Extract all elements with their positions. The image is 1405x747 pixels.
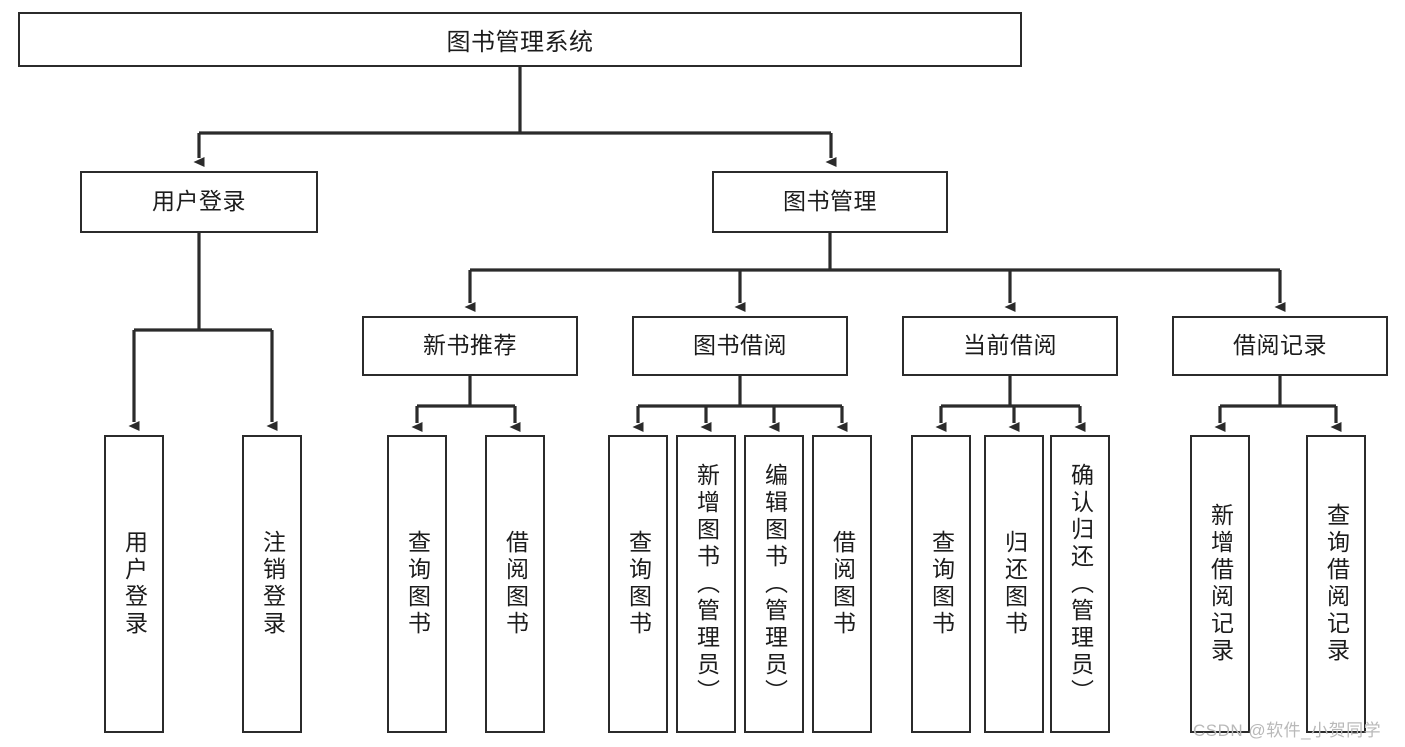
node-leaf-edit-book-label: 编辑图书（管理员） bbox=[761, 462, 788, 706]
node-borrow-record-label: 借阅记录 bbox=[1233, 332, 1327, 359]
node-leaf-query-record-label: 查询借阅记录 bbox=[1323, 503, 1350, 665]
edges-current-borrow bbox=[935, 376, 1086, 432]
node-current-borrow[interactable]: 当前借阅 bbox=[902, 316, 1118, 376]
edges-book-manage bbox=[464, 233, 1286, 312]
node-leaf-add-record-label: 新增借阅记录 bbox=[1207, 503, 1234, 665]
node-book-manage-label: 图书管理 bbox=[783, 188, 877, 215]
edges-root bbox=[193, 67, 837, 167]
node-leaf-borrow-book-2[interactable]: 借阅图书 bbox=[812, 435, 872, 733]
edges-book-borrow bbox=[632, 376, 848, 432]
edges-new-book-recommend bbox=[411, 376, 521, 432]
node-book-borrow[interactable]: 图书借阅 bbox=[632, 316, 848, 376]
node-leaf-confirm-return-label: 确认归还（管理员） bbox=[1067, 462, 1094, 706]
node-new-book-recommend-label: 新书推荐 bbox=[423, 332, 517, 359]
node-leaf-add-record[interactable]: 新增借阅记录 bbox=[1190, 435, 1250, 733]
node-user-login-label: 用户登录 bbox=[152, 188, 246, 215]
node-leaf-add-book[interactable]: 新增图书（管理员） bbox=[676, 435, 736, 733]
edges-user-login bbox=[128, 233, 278, 431]
node-leaf-confirm-return[interactable]: 确认归还（管理员） bbox=[1050, 435, 1110, 733]
node-new-book-recommend[interactable]: 新书推荐 bbox=[362, 316, 578, 376]
node-leaf-user-logout-label: 注销登录 bbox=[259, 530, 286, 638]
node-leaf-user-logout[interactable]: 注销登录 bbox=[242, 435, 302, 733]
node-leaf-query-book-1[interactable]: 查询图书 bbox=[387, 435, 447, 733]
node-leaf-query-book-2[interactable]: 查询图书 bbox=[608, 435, 668, 733]
node-leaf-edit-book[interactable]: 编辑图书（管理员） bbox=[744, 435, 804, 733]
watermark-text: CSDN @软件_小贺同学 bbox=[1193, 721, 1382, 740]
node-current-borrow-label: 当前借阅 bbox=[963, 332, 1057, 359]
node-leaf-user-login[interactable]: 用户登录 bbox=[104, 435, 164, 733]
node-leaf-borrow-book-1[interactable]: 借阅图书 bbox=[485, 435, 545, 733]
node-leaf-query-book-1-label: 查询图书 bbox=[404, 530, 431, 638]
node-book-borrow-label: 图书借阅 bbox=[693, 332, 787, 359]
node-leaf-query-book-2-label: 查询图书 bbox=[625, 530, 652, 638]
node-leaf-query-book-3-label: 查询图书 bbox=[928, 530, 955, 638]
node-leaf-query-record[interactable]: 查询借阅记录 bbox=[1306, 435, 1366, 733]
edges-borrow-record bbox=[1214, 376, 1342, 432]
node-leaf-add-book-label: 新增图书（管理员） bbox=[693, 462, 720, 706]
node-leaf-user-login-label: 用户登录 bbox=[121, 530, 148, 638]
node-leaf-borrow-book-2-label: 借阅图书 bbox=[829, 530, 856, 638]
node-root-label: 图书管理系统 bbox=[446, 29, 594, 56]
node-leaf-query-book-3[interactable]: 查询图书 bbox=[911, 435, 971, 733]
node-borrow-record[interactable]: 借阅记录 bbox=[1172, 316, 1388, 376]
node-leaf-return-book-label: 归还图书 bbox=[1001, 530, 1028, 638]
node-leaf-borrow-book-1-label: 借阅图书 bbox=[502, 530, 529, 638]
node-user-login[interactable]: 用户登录 bbox=[80, 171, 318, 233]
node-book-manage[interactable]: 图书管理 bbox=[712, 171, 948, 233]
node-leaf-return-book[interactable]: 归还图书 bbox=[984, 435, 1044, 733]
node-root[interactable]: 图书管理系统 bbox=[18, 12, 1022, 67]
